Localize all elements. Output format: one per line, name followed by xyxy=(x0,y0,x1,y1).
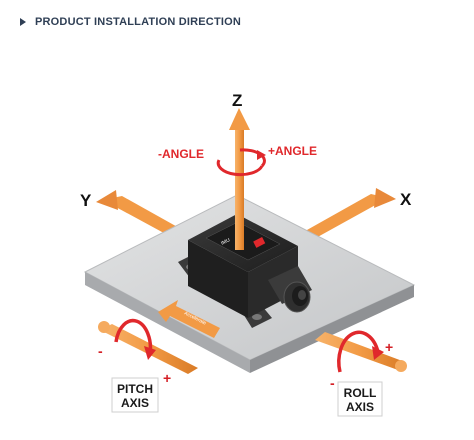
z-axis-arrow xyxy=(229,108,250,250)
pitch-rotation-ring xyxy=(114,318,156,360)
device-model-text: IMU xyxy=(220,237,231,247)
pitch-minus-sign: - xyxy=(98,343,103,359)
roll-label-line1: ROLL xyxy=(344,386,377,400)
z-axis-label: Z xyxy=(232,91,242,110)
plus-angle-label: +ANGLE xyxy=(268,144,317,158)
minus-angle-label: -ANGLE xyxy=(158,147,204,161)
roll-label-line2: AXIS xyxy=(346,400,374,414)
section-header: PRODUCT INSTALLATION DIRECTION xyxy=(20,14,241,30)
pitch-label-line1: PITCH xyxy=(117,382,153,396)
y-axis-label: Y xyxy=(80,191,92,210)
section-title: PRODUCT INSTALLATION DIRECTION xyxy=(35,16,242,28)
roll-axis-rod xyxy=(315,332,407,372)
pitch-axis-tag: PITCH AXIS xyxy=(111,377,159,413)
pitch-label-line2: AXIS xyxy=(121,396,149,410)
pitch-plus-sign: + xyxy=(163,370,171,386)
cable-gland xyxy=(268,266,312,313)
roll-rotation-ring xyxy=(337,330,384,373)
play-triangle-icon xyxy=(20,18,26,26)
z-rotation-ring xyxy=(216,148,266,177)
roll-plus-sign: + xyxy=(385,339,393,355)
x-axis-label: X xyxy=(400,190,412,209)
roll-axis-tag: ROLL AXIS xyxy=(337,381,383,417)
roll-minus-sign: - xyxy=(330,375,335,391)
